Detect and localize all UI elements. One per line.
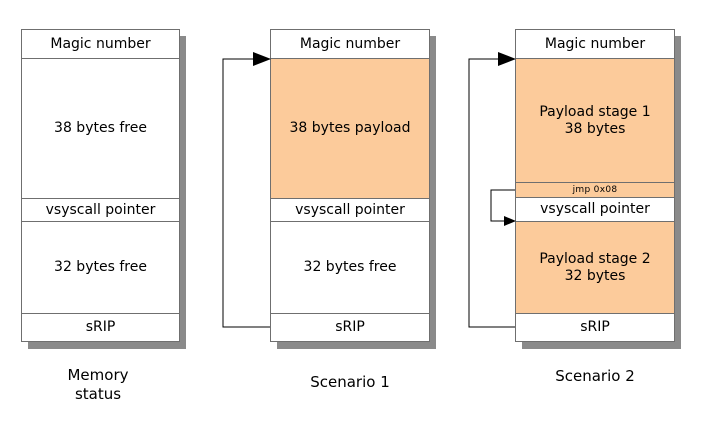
magic-number-cell: Magic number bbox=[22, 30, 179, 59]
magic-number-cell: Magic number bbox=[516, 30, 674, 59]
scenario1-return-arrow bbox=[222, 52, 271, 328]
srip-cell: sRIP bbox=[335, 319, 365, 335]
free-32-bytes-cell: 32 bytes free bbox=[271, 222, 429, 314]
jmp-arrow bbox=[490, 189, 516, 226]
scenario2-stack: Magic number Payload stage 1 38 bytes jm… bbox=[515, 29, 675, 342]
scenario2-return-arrow bbox=[468, 52, 516, 328]
free-32-bytes-cell: 32 bytes free bbox=[22, 222, 179, 314]
scenario1-stack: Magic number 38 bytes payload vsyscall p… bbox=[270, 29, 430, 342]
memory-status-stack: Magic number 38 bytes free vsyscall poin… bbox=[21, 29, 180, 342]
memory-status-caption: Memory status bbox=[67, 366, 129, 403]
payload-stage1-cell: Payload stage 1 38 bytes bbox=[516, 59, 674, 183]
payload-38-bytes-cell: 38 bytes payload bbox=[271, 59, 429, 199]
vsyscall-pointer-cell: vsyscall pointer bbox=[22, 199, 179, 222]
scenario1-caption: Scenario 1 bbox=[310, 373, 390, 391]
jmp-instruction-cell: jmp 0x08 bbox=[516, 183, 674, 198]
magic-number-cell: Magic number bbox=[271, 30, 429, 59]
vsyscall-pointer-cell: vsyscall pointer bbox=[271, 199, 429, 222]
payload-stage2-cell: Payload stage 2 32 bytes bbox=[516, 222, 674, 314]
vsyscall-pointer-cell: vsyscall pointer bbox=[516, 198, 674, 222]
srip-cell: sRIP bbox=[85, 319, 116, 335]
free-38-bytes-cell: 38 bytes free bbox=[22, 59, 179, 199]
srip-cell: sRIP bbox=[580, 319, 610, 335]
scenario2-caption: Scenario 2 bbox=[555, 367, 635, 385]
